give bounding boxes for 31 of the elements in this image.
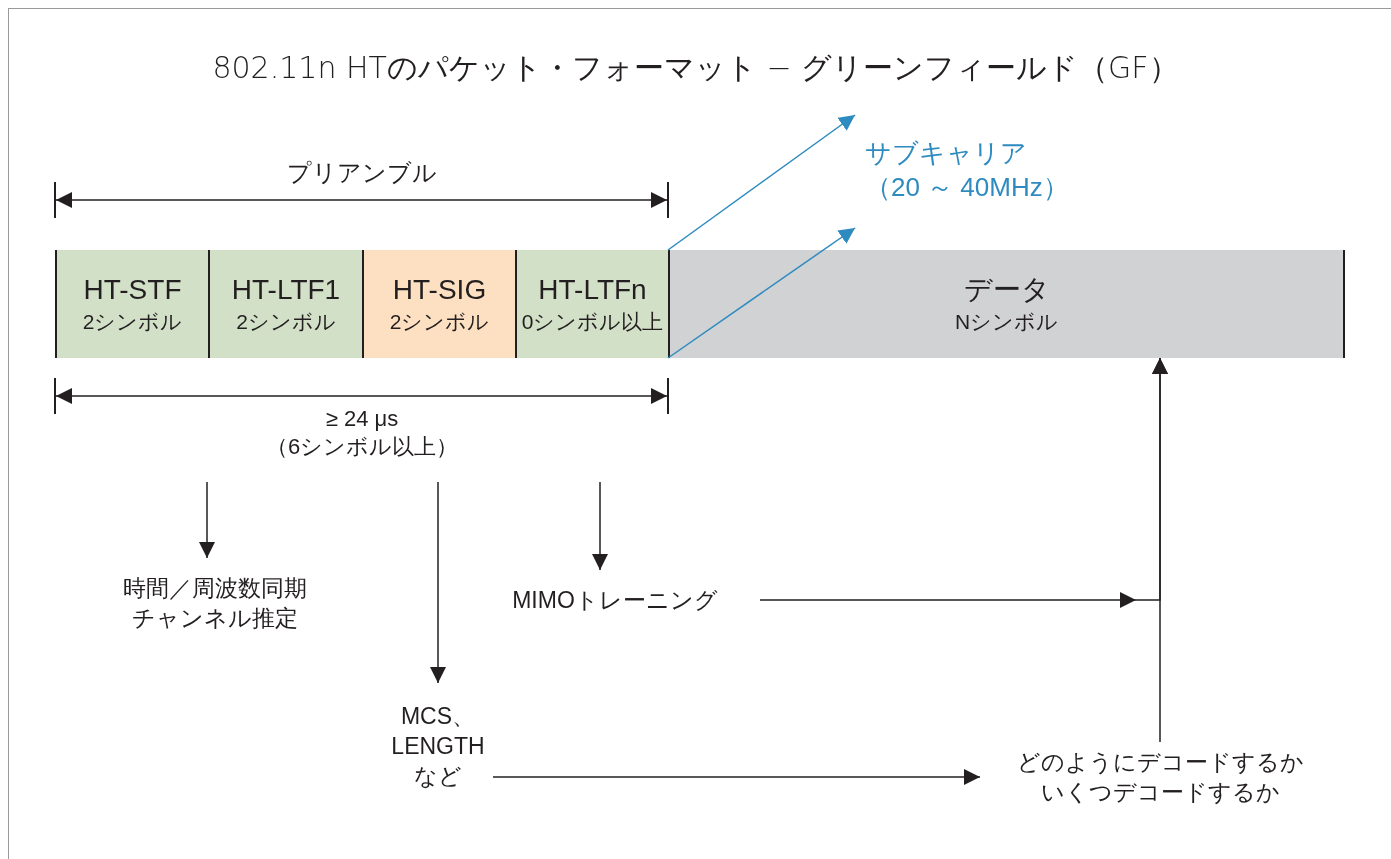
arrow (667, 227, 856, 359)
arrow (430, 481, 446, 684)
arrow (492, 769, 981, 785)
field-name: HT-LTFn (538, 273, 647, 307)
symbol-count: 2シンボル (236, 309, 336, 335)
arrow (667, 114, 856, 251)
arrow (592, 481, 608, 571)
field-name: データ (963, 273, 1050, 307)
symbol-count: 2シンボル (389, 309, 490, 335)
note-text: 時間／周波数同期チャンネル推定 (122, 574, 308, 633)
subcarrier-label: サブキャリア（20 ～ 40MHz） (865, 137, 1070, 204)
packet-field (55, 250, 208, 358)
duration-label: ≥ 24 μs (324, 405, 400, 433)
field-name: HT-STF (83, 273, 182, 307)
dimension-label: プリアンブル (286, 158, 438, 188)
symbol-count: 2シンボル (82, 309, 183, 335)
field-name: HT-SIG (392, 273, 487, 307)
duration-label: （6シンボル以上） (264, 433, 460, 461)
note-text: どのようにデコードするかいくつデコードするか (1015, 748, 1305, 807)
field-name: HT-LTF1 (231, 273, 341, 307)
symbol-count: 0シンボル以上 (521, 309, 664, 335)
arrow (199, 481, 215, 559)
packet-field (362, 250, 515, 358)
packet-field (515, 250, 668, 358)
title: 802.11n HTのパケット・フォーマット − グリーンフィールド（GF） (211, 49, 1180, 87)
packet-field (668, 250, 1345, 358)
symbol-count: Nシンボル (954, 309, 1059, 335)
note-text: MIMOトレーニング (512, 586, 718, 615)
note-text: MCS、LENGTHなど (390, 701, 486, 791)
packet-field (208, 250, 362, 358)
arrow (1152, 357, 1168, 743)
